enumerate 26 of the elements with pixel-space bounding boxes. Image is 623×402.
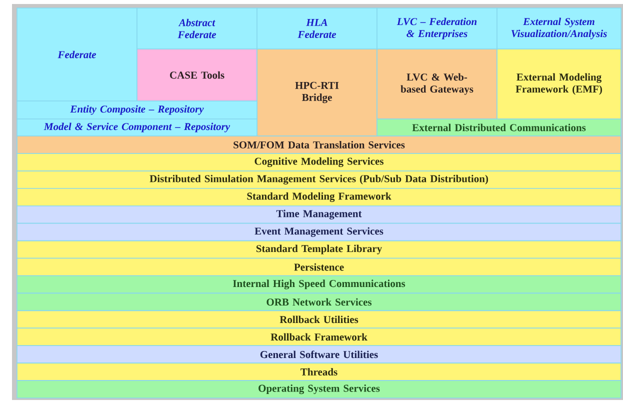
layer-band: Persistence (16, 258, 622, 276)
component-box: LVC & Web-based Gateways (376, 48, 498, 120)
layer-band: Operating System Services (16, 380, 622, 398)
header-cell: LVC – Federation & Enterprises (376, 8, 498, 50)
header-cell: External System Visualization/Analysis (496, 8, 622, 50)
header-cell: HLA Federate (256, 8, 378, 50)
layer-band: General Software Utilities (16, 345, 622, 364)
layer-band: Standard Modeling Framework (16, 188, 622, 206)
layer-band: Time Management (16, 205, 622, 224)
header-cell: Entity Composite – Repository (16, 100, 258, 120)
layer-band: Event Management Services (16, 222, 622, 242)
layer-band: Rollback Framework (16, 328, 622, 346)
component-box: External Modeling Framework (EMF) (496, 48, 622, 120)
layer-band: Rollback Utilities (16, 310, 622, 329)
layer-band: ORB Network Services (16, 292, 622, 312)
layer-band: Distributed Simulation Management Services (Pub/Sub Data Distribution) (16, 170, 622, 189)
layer-band: SOM/FOM Data Translation Services (16, 136, 622, 154)
layer-band: External Distributed Communications (376, 118, 622, 136)
layer-band: Internal High Speed Communications (16, 275, 622, 294)
layer-band: Standard Template Library (16, 240, 622, 259)
component-box: CASE Tools (136, 48, 258, 102)
header-cell: Abstract Federate (136, 8, 258, 50)
component-box: HPC-RTI Bridge (256, 48, 378, 136)
layer-band: Threads (16, 362, 622, 381)
layer-band: Cognitive Modeling Services (16, 153, 622, 172)
header-cell: Model & Service Component – Repository (16, 118, 258, 136)
